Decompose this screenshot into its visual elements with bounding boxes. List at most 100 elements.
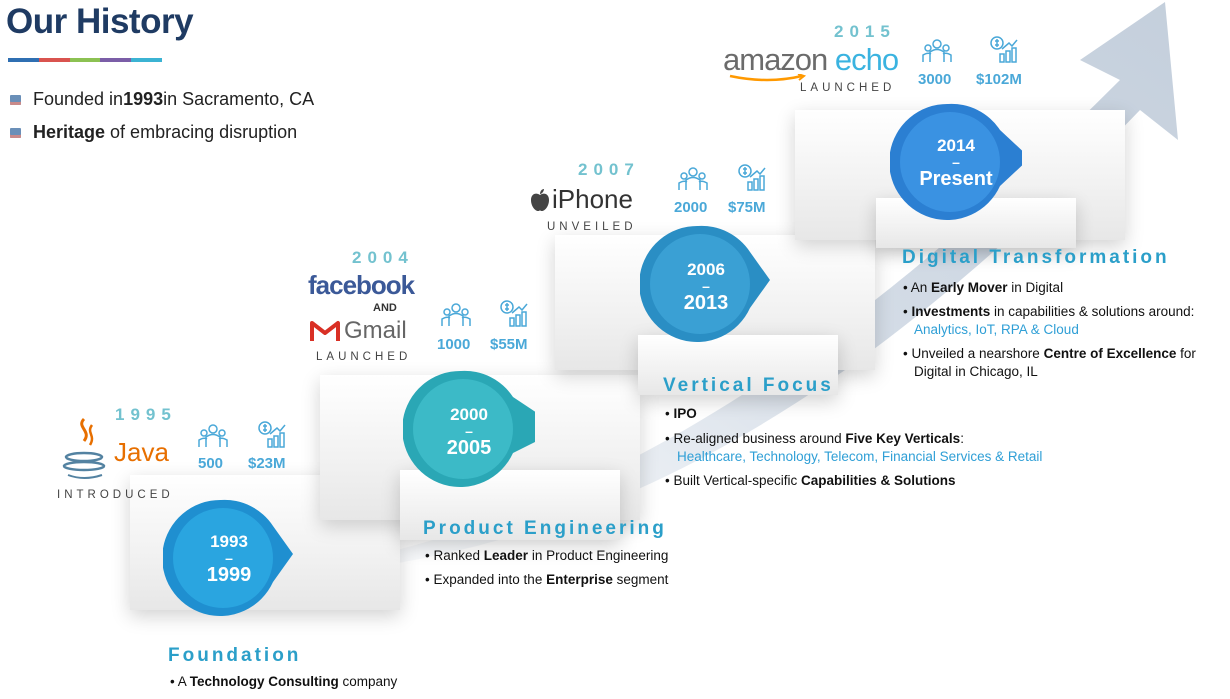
bullet-text: A bbox=[177, 674, 190, 689]
phase-pin: 2006 – 2013 bbox=[639, 222, 772, 354]
apple-icon bbox=[531, 189, 549, 211]
phase-pin: 2000 – 2005 bbox=[402, 367, 561, 499]
bullet-subtext: Healthcare, Technology, Telecom, Financi… bbox=[677, 449, 1043, 464]
revenue-chart-icon bbox=[990, 36, 1018, 63]
iphone-logo-text: iPhone bbox=[552, 184, 633, 214]
bullet-text: Unveiled a nearshore bbox=[911, 346, 1044, 361]
revenue-chart-icon bbox=[258, 421, 286, 448]
milestone-year: 2015 bbox=[834, 22, 896, 41]
bullet-bold: Enterprise bbox=[546, 572, 613, 587]
bullet-text: for bbox=[1176, 346, 1196, 361]
bullet-text: in Digital bbox=[1007, 280, 1064, 295]
bullet-bold: Leader bbox=[483, 548, 529, 563]
phase-to: 2005 bbox=[446, 437, 492, 459]
bullet-bold: Early Mover bbox=[931, 280, 1008, 295]
milestone-caption: INTRODUCED bbox=[57, 489, 174, 501]
phase-pin: 1993 – 1999 bbox=[162, 496, 295, 628]
phase-from: 2014 bbox=[937, 136, 975, 155]
revenue-chart-icon bbox=[500, 300, 528, 327]
phase-bullet: • An Early Mover in Digital bbox=[903, 280, 1064, 295]
phase-title: Product Engineering bbox=[423, 518, 667, 539]
milestone-caption: LAUNCHED bbox=[800, 82, 896, 94]
phase-from: 2000 bbox=[450, 405, 488, 424]
facebook-logo-text: facebook bbox=[308, 270, 415, 300]
title-underline bbox=[8, 58, 162, 62]
stair-riser bbox=[638, 335, 838, 395]
intro-bullet: Founded in 1993 in Sacramento, CA bbox=[10, 89, 314, 110]
intro-bullet: Heritage of embracing disruption bbox=[10, 122, 297, 143]
phase-to: 1999 bbox=[206, 564, 252, 586]
phase-from: 1993 bbox=[210, 532, 248, 551]
java-cup-icon bbox=[62, 417, 106, 479]
people-count: 1000 bbox=[437, 336, 471, 353]
amazon-echo-logo: amazon echo bbox=[723, 42, 899, 78]
phase-title: Foundation bbox=[168, 645, 302, 666]
bullet-bold: Centre of Excellence bbox=[1043, 346, 1177, 361]
underline-segment bbox=[8, 58, 39, 62]
bullet-text: in Product Engineering bbox=[528, 548, 669, 563]
milestone-logo: Java bbox=[62, 415, 172, 485]
bullet-subtext: Analytics, IoT, RPA & Cloud bbox=[914, 322, 1079, 337]
phase-dash: – bbox=[225, 550, 233, 566]
revenue-value: $102M bbox=[976, 71, 1022, 88]
phase-bullet: • Re-aligned business around Five Key Ve… bbox=[665, 431, 964, 446]
intro-bold: 1993 bbox=[123, 89, 164, 109]
pin-shape bbox=[162, 499, 293, 616]
revenue-value: $55M bbox=[490, 336, 528, 353]
bullet-bold: Five Key Verticals bbox=[845, 431, 961, 446]
milestone-and: AND bbox=[373, 302, 397, 314]
gmail-logo: Gmail bbox=[310, 317, 420, 347]
java-logo-text: Java bbox=[114, 437, 169, 467]
bullet-text: : bbox=[960, 431, 964, 446]
revenue-chart-icon bbox=[738, 164, 766, 191]
gmail-m-icon bbox=[310, 321, 340, 341]
milestone-caption: LAUNCHED bbox=[316, 351, 412, 363]
phase-to: 2013 bbox=[683, 292, 729, 314]
iphone-logo: iPhone bbox=[530, 184, 650, 216]
phase-dash: – bbox=[702, 278, 710, 294]
people-icon bbox=[198, 424, 228, 447]
phase-bullet: • IPO bbox=[665, 406, 697, 421]
milestone-year: 1995 bbox=[115, 405, 177, 424]
bullet-text: Expanded into the bbox=[433, 572, 547, 587]
bullet-bold: IPO bbox=[673, 406, 697, 421]
phase-from: 2006 bbox=[687, 260, 725, 279]
phase-bullet: • Investments in capabilities & solution… bbox=[903, 304, 1195, 319]
amazon-smile-icon bbox=[729, 74, 807, 82]
phase-bullet: • Ranked Leader in Product Engineering bbox=[425, 548, 669, 563]
amazon-echo-logo-text: amazon echo bbox=[723, 42, 899, 77]
bullet-text: Ranked bbox=[433, 548, 484, 563]
bullet-text: Built Vertical-specific bbox=[673, 473, 802, 488]
gmail-logo-text: Gmail bbox=[344, 317, 407, 344]
bullet-text: company bbox=[338, 674, 398, 689]
bullet-square-icon bbox=[10, 127, 21, 138]
pin-shape bbox=[402, 370, 561, 487]
people-icon bbox=[922, 39, 952, 62]
phase-title: Vertical Focus bbox=[663, 375, 834, 396]
people-count: 2000 bbox=[674, 199, 708, 216]
phase-to: Present bbox=[919, 168, 993, 190]
bullet-bold: Investments bbox=[911, 304, 991, 319]
intro-text: Founded in bbox=[33, 89, 124, 109]
underline-segment bbox=[69, 58, 101, 62]
bullet-text: Digital in Chicago, IL bbox=[914, 364, 1038, 379]
phase-dash: – bbox=[465, 423, 473, 439]
people-count: 3000 bbox=[918, 71, 952, 88]
intro-text: in Sacramento, CA bbox=[163, 89, 315, 109]
intro-text: of embracing disruption bbox=[110, 122, 298, 142]
page-title: Our History bbox=[6, 2, 194, 41]
revenue-value: $23M bbox=[248, 455, 286, 472]
bullet-bold: Capabilities & Solutions bbox=[801, 473, 956, 488]
bullet-text: segment bbox=[612, 572, 669, 587]
bullet-square-icon bbox=[10, 94, 21, 105]
people-icon bbox=[678, 167, 708, 190]
phase-bullet: • Unveiled a nearshore Centre of Excelle… bbox=[903, 346, 1196, 361]
bullet-text: An bbox=[910, 280, 931, 295]
phase-title: Digital Transformation bbox=[902, 247, 1170, 268]
bullet-bold: Technology Consulting bbox=[189, 674, 339, 689]
milestone-year: 2004 bbox=[352, 248, 414, 267]
intro-bold: Heritage bbox=[33, 122, 106, 142]
phase-dash: – bbox=[952, 154, 960, 170]
pin-shape bbox=[889, 103, 1030, 220]
